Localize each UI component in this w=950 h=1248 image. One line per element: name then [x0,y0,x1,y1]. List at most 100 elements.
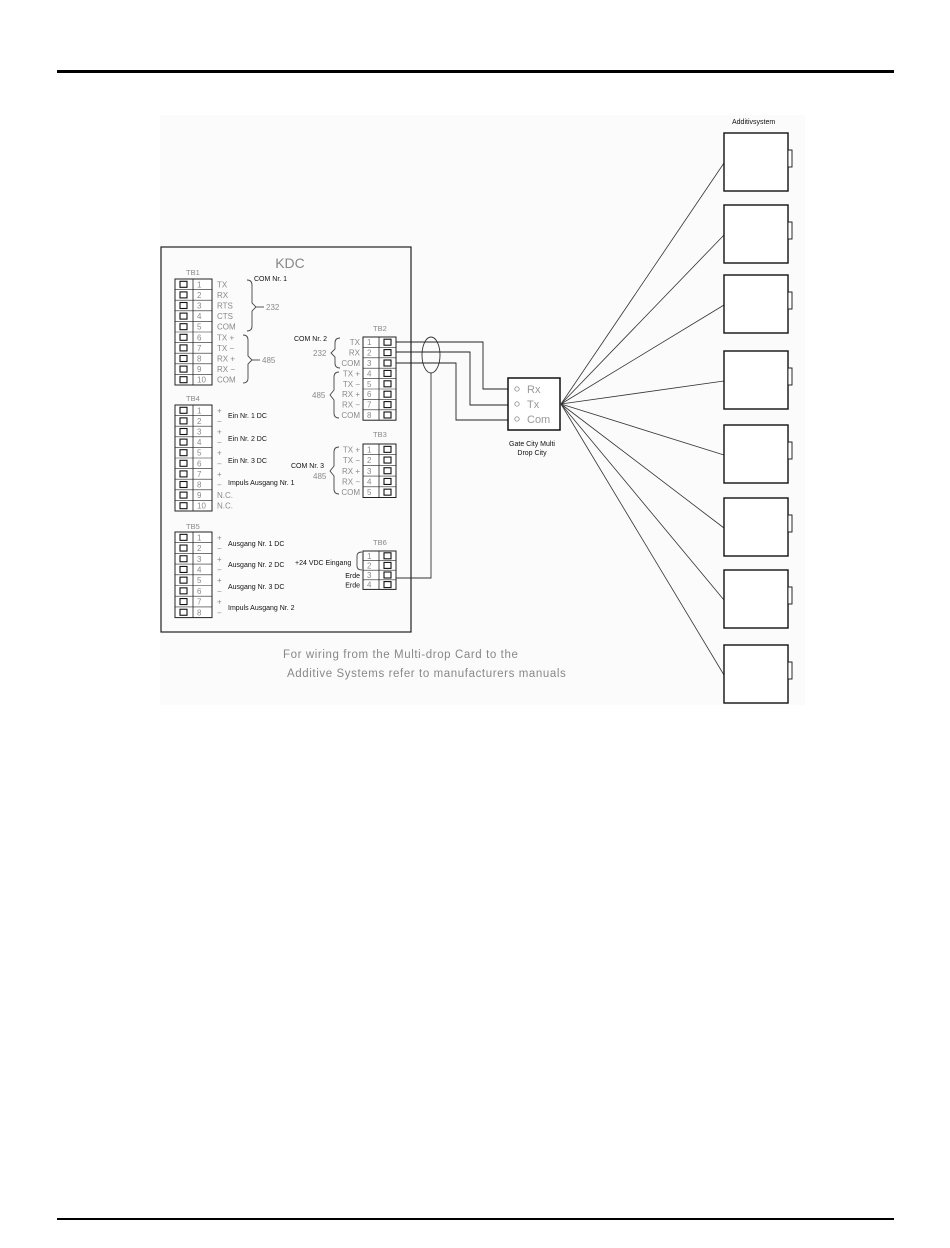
screw-terminal [383,561,392,569]
screw-terminal [179,480,188,489]
tb5-desc-2: Ausgang Nr. 2 DC [228,562,284,569]
tb2-signal-4: TX + [343,369,360,378]
tb4-signal-3: + [217,428,222,437]
terminal-block-tb5: 1+2−3+4−5+6−7+8− [174,531,222,619]
tb3-pin-4: 4 [367,477,372,486]
screw-terminal [383,380,392,388]
tb5-signal-5: + [217,576,222,585]
tb4-pin-8: 8 [197,481,202,490]
screw-terminal [179,354,188,363]
tb2-signal-7: RX − [342,401,360,410]
additive-unit-connector [787,514,793,533]
note-line-2: Additive Systems refer to manufacturers … [287,668,566,680]
tb2-label: TB2 [373,324,387,333]
screw-terminal [383,477,392,486]
tb5-desc-1: Ausgang Nr. 1 DC [228,541,284,548]
additive-unit-connector [787,291,793,310]
tb1-com-label: COM Nr. 1 [254,276,287,283]
screw-terminal [179,376,188,384]
tb1-pin-3: 3 [197,302,202,311]
tb4-desc-3: Ein Nr. 3 DC [228,458,267,465]
tb5-desc-4: Impuls Ausgang Nr. 2 [228,605,295,612]
tb3-signal-1: TX + [343,445,360,454]
additive-title: Additivsystem [732,119,775,126]
tb5-label: TB5 [186,522,200,531]
tb3-signal-3: RX + [342,467,360,476]
multidrop-port-com: Com [527,414,550,426]
tb1-label: TB1 [186,268,200,277]
tb2-485-label: 485 [312,391,326,400]
tb2-pin-8: 8 [367,411,372,420]
screw-terminal [383,338,392,346]
tb2-signal-8: COM [341,411,360,420]
additive-unit [723,132,789,192]
tb1-signal-7: TX − [217,344,234,353]
screw-terminal [179,491,188,499]
tb5-signal-2: − [217,544,222,553]
tb5-pin-7: 7 [197,598,202,607]
kdc-title: KDC [275,255,305,271]
tb4-pin-5: 5 [197,449,202,458]
tb2-485-brace [329,371,340,419]
tb4-pin-10: 10 [197,502,206,511]
screw-terminal [383,369,392,377]
screw-terminal [179,438,188,446]
tb5-signal-4: − [217,565,222,574]
tb2-signal-3: COM [341,359,360,368]
fanout-wire [560,403,725,676]
additive-unit [723,204,789,264]
tb5-signal-6: − [217,587,222,596]
fanout-wire [560,380,725,405]
tb2-pin-6: 6 [367,390,372,399]
tb6-pin-2: 2 [367,561,372,570]
tb6-label: TB6 [373,538,387,547]
screw-terminal [383,401,392,409]
tb5-signal-7: + [217,598,222,607]
screw-terminal [179,597,188,606]
tb5-signal-1: + [217,533,222,542]
wire-rx-to-tx [396,351,514,406]
tb3-signal-4: RX − [342,477,360,486]
tb3-pin-2: 2 [367,456,372,465]
additive-unit [723,497,789,557]
kdc-enclosure [160,246,412,633]
screw-terminal [179,280,188,288]
tb1-signal-9: RX − [217,365,235,374]
screw-terminal [179,312,188,320]
tb5-pin-8: 8 [197,608,202,617]
tb1-signal-3: RTS [217,302,233,311]
additive-unit-connector [787,661,793,680]
screw-terminal [383,349,392,357]
tb2-signal-6: RX + [342,390,360,399]
tb2-pin-1: 1 [367,338,372,347]
tb2-signal-5: TX − [343,380,360,389]
tb3-485-brace [329,446,340,495]
tb3-pin-5: 5 [367,488,372,497]
tb5-pin-1: 1 [197,533,202,542]
tb1-signal-8: RX + [217,355,235,364]
screw-terminal [179,449,188,457]
tb4-pin-2: 2 [197,417,202,426]
fanout-wire [560,234,725,405]
screw-terminal [179,533,188,541]
additive-unit [723,569,789,629]
tb5-pin-2: 2 [197,544,202,553]
tb2-pin-2: 2 [367,349,372,358]
tb6-pin-4: 4 [367,581,372,590]
tb1-pin-9: 9 [197,365,202,374]
tb1-485-label: 485 [262,356,276,365]
tb4-desc-2: Ein Nr. 2 DC [228,436,267,443]
screw-terminal [179,608,188,616]
additive-unit-connector [787,149,793,168]
tb6-pin-1: 1 [367,552,372,561]
tb3-com-label: COM Nr. 3 [291,463,324,470]
wire-com-to-com [396,362,514,421]
tb5-signal-8: − [217,608,222,617]
tb5-pin-3: 3 [197,555,202,564]
fanout-wire [560,403,725,529]
tb4-signal-7: + [217,470,222,479]
tb4-signal-5: + [217,449,222,458]
